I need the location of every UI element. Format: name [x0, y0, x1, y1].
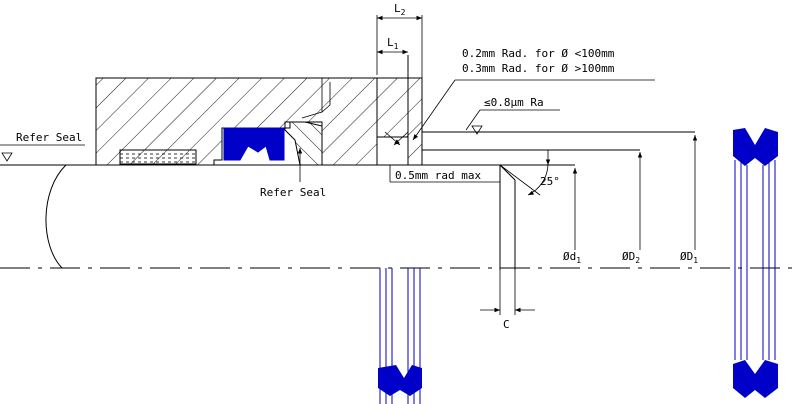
wear-strip — [119, 149, 197, 165]
dim-C-label: C — [503, 318, 510, 331]
chamfer-lines — [422, 131, 695, 196]
dim-D2-label: ØD2 — [622, 250, 640, 265]
refer-seal-label-bottom: Refer Seal — [260, 186, 326, 199]
rod-outline — [0, 164, 800, 270]
rad-max-label: 0.5mm rad max — [395, 169, 481, 182]
dim-D1-label: ØD1 — [680, 250, 698, 265]
housing-section — [95, 55, 423, 166]
lower-seal-section — [378, 268, 422, 404]
refer-seal-label-left: Refer Seal — [16, 131, 82, 144]
right-seal-ring — [733, 128, 778, 398]
angle-label: 25° — [540, 175, 560, 188]
surface-symbol-left — [1, 152, 13, 162]
dim-d1-label: Ød1 — [563, 250, 581, 265]
dim-L1-label: L1 — [387, 36, 399, 51]
radius-note-line-2: 0.3mm Rad. for Ø >100mm — [462, 62, 615, 75]
roughness-label: ≤0.8μm Ra — [484, 96, 544, 109]
radius-note-line-1: 0.2mm Rad. for Ø <100mm — [462, 47, 615, 60]
groove-seal — [223, 127, 285, 161]
dimension-lines — [0, 15, 698, 315]
surface-symbol-roughness — [471, 125, 483, 135]
dim-L2-label: L2 — [394, 2, 406, 17]
